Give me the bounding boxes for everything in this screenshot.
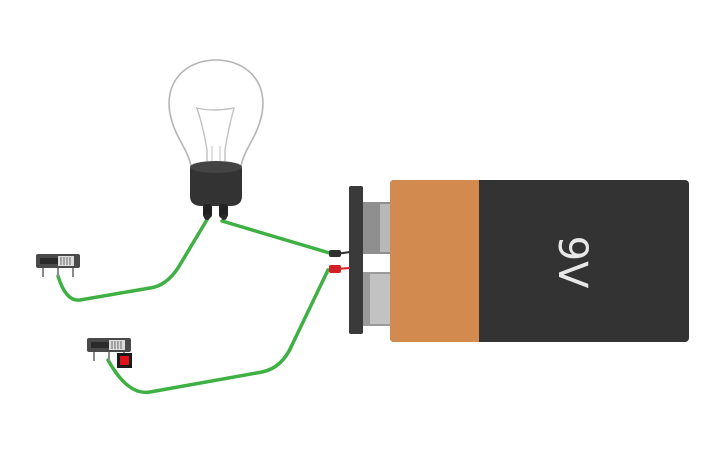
battery-wrap bbox=[390, 180, 479, 342]
switch-2-slot bbox=[91, 342, 113, 348]
battery-terminal-negative[interactable] bbox=[329, 250, 341, 257]
slide-switch-1[interactable] bbox=[36, 254, 80, 277]
bulb-glass bbox=[168, 59, 264, 167]
switch-2-knob[interactable] bbox=[109, 340, 125, 350]
light-bulb[interactable] bbox=[168, 59, 264, 220]
switch-1-knob[interactable] bbox=[58, 256, 74, 266]
bulb-terminal-left[interactable] bbox=[204, 214, 210, 220]
wires bbox=[56, 216, 335, 395]
battery-cap bbox=[349, 186, 363, 334]
bulb-leg-left bbox=[203, 204, 212, 218]
wire-battery-positive-to-switch-2[interactable] bbox=[106, 268, 330, 395]
bulb-base-rim bbox=[190, 161, 242, 173]
battery-terminal-bottom-highlight bbox=[370, 274, 390, 324]
bulb-terminal-right[interactable] bbox=[221, 214, 227, 220]
battery-terminal-top-highlight bbox=[380, 204, 390, 252]
slide-switch-2[interactable] bbox=[87, 338, 132, 368]
battery-label: 9V bbox=[549, 236, 595, 289]
wire-bulb-to-switch-1[interactable] bbox=[56, 216, 210, 302]
switch-1-slot bbox=[40, 258, 62, 264]
battery-9v[interactable]: 9V bbox=[349, 180, 689, 342]
wire-bulb-to-battery-negative[interactable] bbox=[220, 219, 335, 256]
battery-terminals bbox=[329, 250, 351, 273]
bulb-leg-right bbox=[219, 204, 228, 218]
bulb-base bbox=[190, 163, 242, 206]
bulb-filament bbox=[195, 106, 235, 170]
battery-terminal-positive[interactable] bbox=[329, 265, 341, 273]
